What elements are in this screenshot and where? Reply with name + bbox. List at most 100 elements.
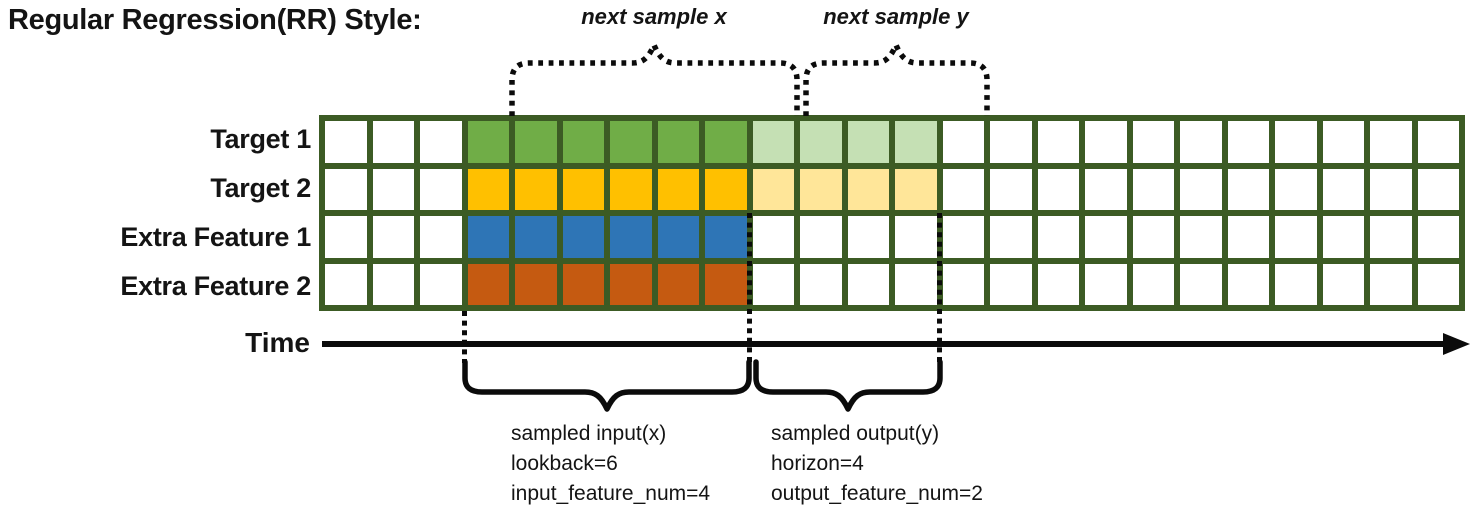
grid-cell xyxy=(990,121,1032,163)
grid-cell xyxy=(467,121,509,163)
grid-cell xyxy=(752,168,794,210)
time-axis-label: Time xyxy=(245,327,310,358)
grid-cell xyxy=(610,216,652,258)
grid-cell xyxy=(1275,121,1317,163)
grid-cell xyxy=(1417,121,1459,163)
grid-cell xyxy=(610,121,652,163)
grid-cell xyxy=(420,263,462,305)
grid-cell xyxy=(1417,263,1459,305)
grid-cell xyxy=(1085,121,1127,163)
row-label: Target 2 xyxy=(210,173,311,203)
grid-cell xyxy=(1180,216,1222,258)
next-sample-x-label: next sample x xyxy=(581,4,727,29)
grid-cell xyxy=(657,263,699,305)
row-label: Extra Feature 2 xyxy=(120,271,311,301)
grid-cell xyxy=(372,216,414,258)
grid-cell xyxy=(610,168,652,210)
grid-cell xyxy=(1370,263,1412,305)
grid-cell xyxy=(1275,168,1317,210)
grid-cell xyxy=(562,121,604,163)
grid-cell xyxy=(847,216,889,258)
grid-cell xyxy=(1037,121,1079,163)
grid-cell xyxy=(420,168,462,210)
grid-cell xyxy=(657,216,699,258)
sampled-input-brace xyxy=(462,359,752,412)
grid-cell xyxy=(325,263,367,305)
grid-cell xyxy=(420,121,462,163)
grid-cell xyxy=(372,263,414,305)
grid-cell xyxy=(895,216,937,258)
grid-cell xyxy=(1275,263,1317,305)
caption-line: output_feature_num=2 xyxy=(771,482,983,505)
grid-cell xyxy=(1227,121,1269,163)
grid-cell xyxy=(1322,263,1364,305)
grid-cell xyxy=(1180,168,1222,210)
grid-cell xyxy=(1132,121,1174,163)
caption-line: horizon=4 xyxy=(771,452,864,475)
grid-cell xyxy=(752,216,794,258)
next-sample-x-brace xyxy=(509,38,800,116)
grid-cell xyxy=(1037,263,1079,305)
grid-cell xyxy=(467,168,509,210)
grid-cell xyxy=(1322,168,1364,210)
grid-cell xyxy=(990,168,1032,210)
grid-cell xyxy=(1370,216,1412,258)
grid-cell xyxy=(610,263,652,305)
grid-cell xyxy=(800,121,842,163)
grid-cell xyxy=(1322,216,1364,258)
caption-line: sampled output(y) xyxy=(771,422,940,445)
grid-cell xyxy=(562,263,604,305)
grid-cell xyxy=(657,168,699,210)
grid-cell xyxy=(1132,263,1174,305)
grid-cell xyxy=(562,216,604,258)
grid-cell xyxy=(515,121,557,163)
grid-cell xyxy=(705,263,747,305)
grid-cell xyxy=(1370,168,1412,210)
grid-cell xyxy=(705,121,747,163)
sampled-output-brace xyxy=(753,359,943,412)
grid-cell xyxy=(800,168,842,210)
grid-cell xyxy=(895,168,937,210)
grid-cell xyxy=(752,121,794,163)
grid-cell xyxy=(372,168,414,210)
row-label: Extra Feature 1 xyxy=(120,222,311,252)
grid-cell xyxy=(1417,168,1459,210)
grid-cell xyxy=(752,263,794,305)
grid-cell xyxy=(1132,216,1174,258)
grid-cell xyxy=(847,263,889,305)
grid-cell xyxy=(895,121,937,163)
time-axis-arrowhead xyxy=(1443,333,1470,355)
grid-cell xyxy=(1417,216,1459,258)
grid-cell xyxy=(990,216,1032,258)
grid-cell xyxy=(1085,216,1127,258)
grid-cell xyxy=(1227,216,1269,258)
grid-cell xyxy=(1037,168,1079,210)
grid-cell xyxy=(515,216,557,258)
grid-cell xyxy=(847,121,889,163)
grid-cell xyxy=(800,263,842,305)
grid-cell xyxy=(1227,263,1269,305)
caption-line: lookback=6 xyxy=(511,452,618,475)
grid-cell xyxy=(942,168,984,210)
sampled-input-caption: sampled input(x) lookback=6 input_featur… xyxy=(511,419,710,509)
grid-cell xyxy=(1085,168,1127,210)
grid-cell xyxy=(325,121,367,163)
grid-cell xyxy=(515,168,557,210)
grid-cell xyxy=(467,263,509,305)
grid-cell xyxy=(895,263,937,305)
next-sample-y-label: next sample y xyxy=(823,4,969,29)
grid-cell xyxy=(372,121,414,163)
grid-cell xyxy=(1037,216,1079,258)
grid-cell xyxy=(847,168,889,210)
page-title: Regular Regression(RR) Style: xyxy=(8,4,422,36)
grid-cell xyxy=(562,168,604,210)
grid-cell xyxy=(942,216,984,258)
grid-cell xyxy=(325,216,367,258)
grid-cell xyxy=(1275,216,1317,258)
row-label: Target 1 xyxy=(210,124,311,154)
grid-cell xyxy=(420,216,462,258)
caption-line: sampled input(x) xyxy=(511,422,667,445)
grid-cell xyxy=(1227,168,1269,210)
sampled-output-caption: sampled output(y) horizon=4 output_featu… xyxy=(771,419,983,509)
